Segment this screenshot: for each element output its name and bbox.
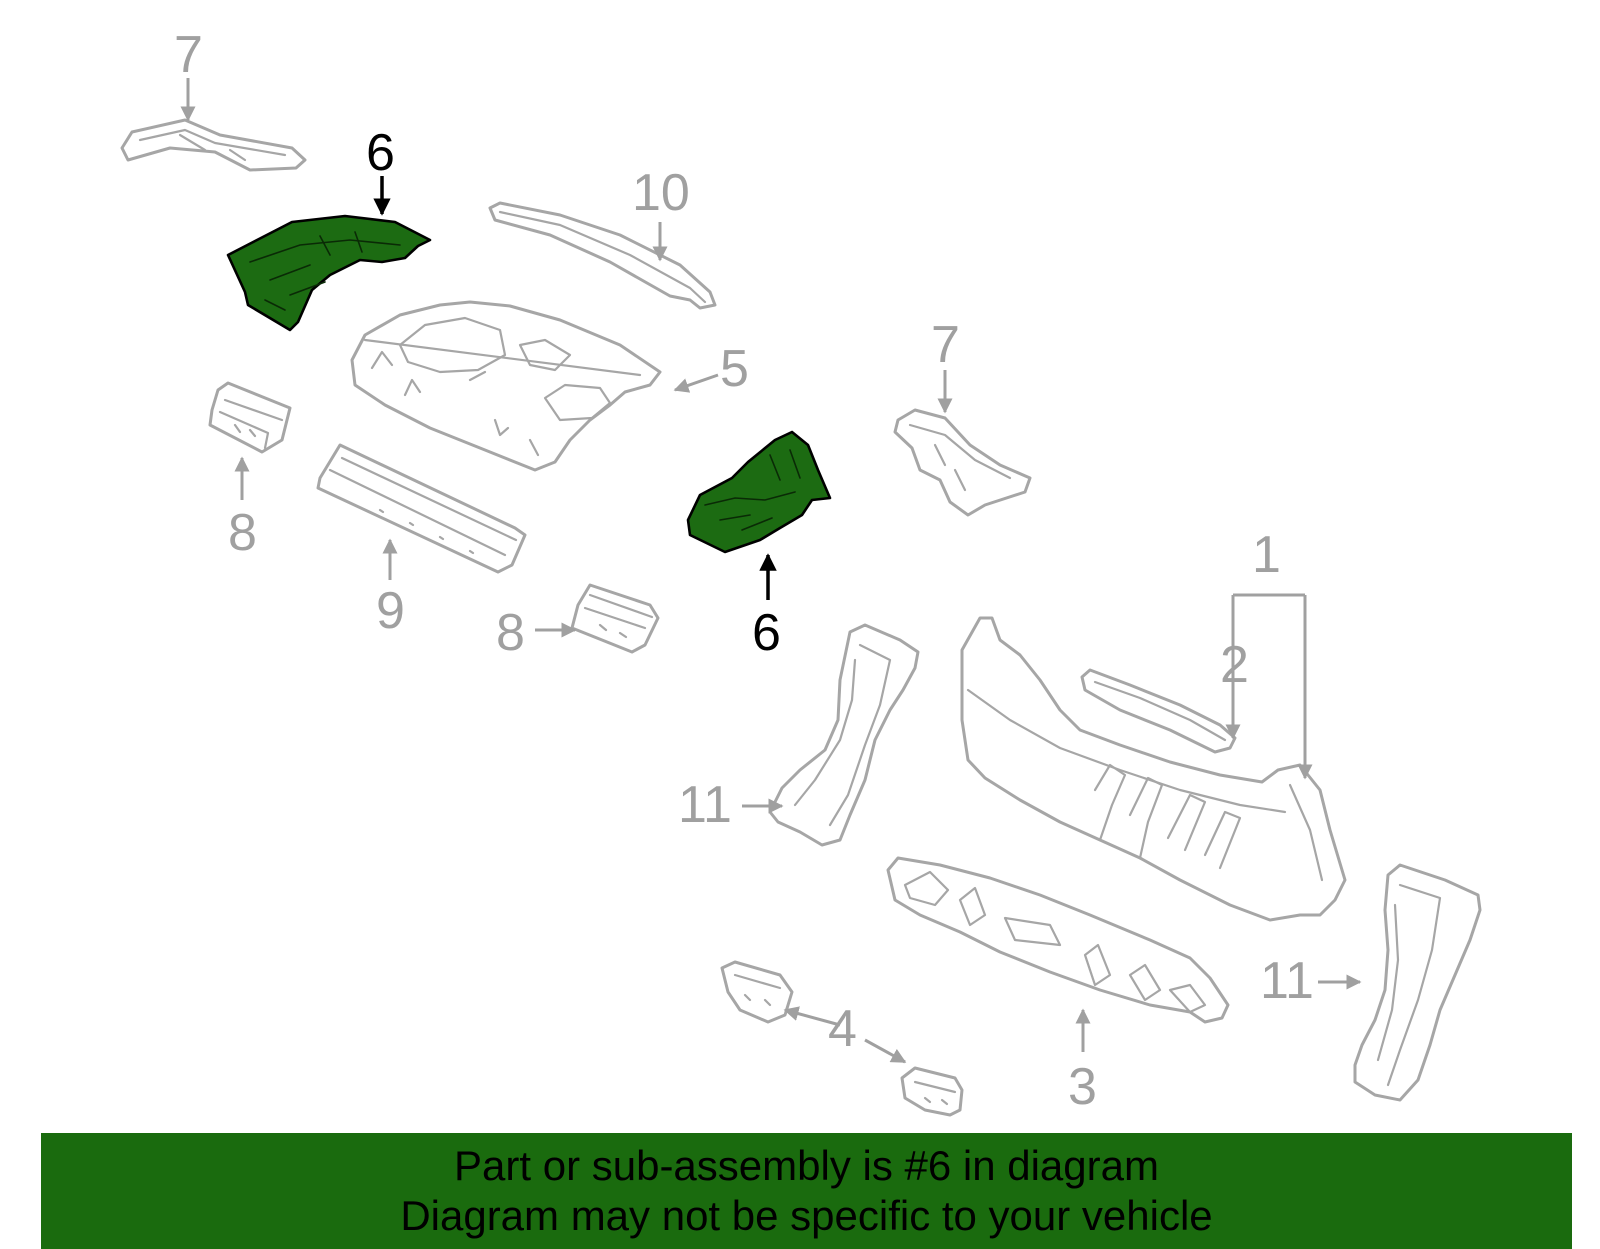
info-banner: Part or sub-assembly is #6 in diagram Di…: [41, 1133, 1572, 1249]
part-9-channel: [316, 443, 527, 574]
callout-5: 5: [720, 340, 749, 398]
part-7-bracket-right: [893, 408, 1032, 517]
part-7-bracket-left: [120, 118, 307, 172]
callout-9: 9: [376, 582, 405, 640]
callout-8-right: 8: [496, 604, 525, 662]
parts-diagram: 7 6 10 5 7 8 9 6 8 1 2 11 11 4 3: [120, 26, 1482, 1117]
callout-6-top: 6: [366, 124, 395, 182]
part-3-lower-panel: [886, 856, 1230, 1024]
callout-6-middle: 6: [752, 604, 781, 662]
part-2-strip: [1080, 668, 1237, 754]
callout-10: 10: [632, 164, 690, 222]
callout-7-right: 7: [931, 316, 960, 374]
callout-7-top: 7: [174, 26, 203, 84]
callout-3: 3: [1068, 1058, 1097, 1116]
callout-11-left: 11: [678, 776, 732, 834]
part-6-highlighted-upper: [226, 214, 432, 332]
callout-labels: 7 6 10 5 7 8 9 6 8 1 2 11 11 4 3: [174, 26, 1314, 1116]
part-4-clip-right: [900, 1066, 964, 1117]
part-11-pillar-right: [1353, 863, 1482, 1102]
callout-4: 4: [828, 1000, 857, 1058]
callout-11-right: 11: [1260, 952, 1314, 1010]
part-1-rear-panel: [960, 616, 1347, 922]
callout-8-left: 8: [228, 504, 257, 562]
part-6-highlighted-lower: [686, 430, 832, 554]
part-8-clip-right: [570, 583, 660, 654]
banner-line-part: Part or sub-assembly is #6 in diagram: [454, 1142, 1159, 1189]
part-8-clip-left: [208, 381, 292, 454]
part-11-pillar-left: [768, 623, 920, 847]
leader-lines: [180, 78, 1362, 1064]
part-5-rear-shelf: [350, 300, 662, 472]
banner-line-disclaimer: Diagram may not be specific to your vehi…: [400, 1192, 1213, 1239]
callout-2: 2: [1220, 636, 1249, 694]
part-4-clip-left: [720, 960, 794, 1024]
callout-1: 1: [1252, 526, 1281, 584]
part-10-rail: [488, 201, 717, 310]
